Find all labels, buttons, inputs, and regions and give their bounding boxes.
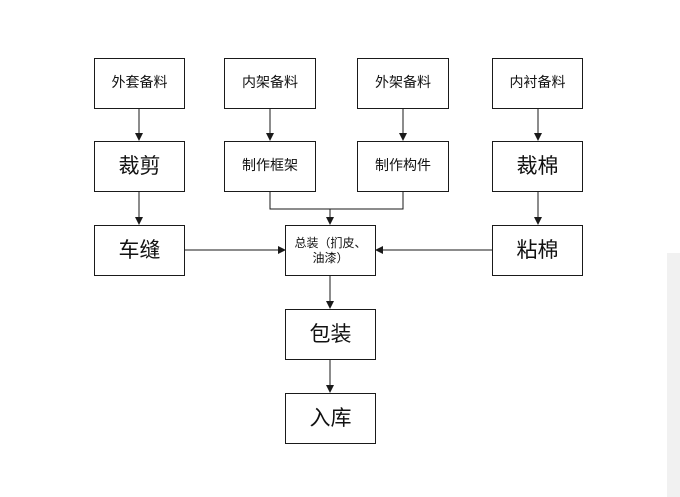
- step-outer-cover-prep: 外套备料: [94, 58, 185, 109]
- step-cut-cotton: 裁棉: [492, 141, 583, 192]
- step-inner-frame-prep: 内架备料: [224, 58, 316, 109]
- step-assembly: 总装（扪皮、油漆）: [285, 225, 376, 276]
- connector-frame-parts-merge: [269, 192, 404, 210]
- step-make-frame: 制作框架: [224, 141, 316, 192]
- step-sewing: 车缝: [94, 225, 185, 276]
- step-make-parts: 制作构件: [357, 141, 449, 192]
- step-cutting: 裁剪: [94, 141, 185, 192]
- step-warehousing: 入库: [285, 393, 376, 444]
- step-glue-cotton: 粘棉: [492, 225, 583, 276]
- step-lining-prep: 内衬备料: [492, 58, 583, 109]
- scrollbar-track[interactable]: [667, 253, 680, 497]
- step-packing: 包装: [285, 309, 376, 360]
- step-outer-frame-prep: 外架备料: [357, 58, 449, 109]
